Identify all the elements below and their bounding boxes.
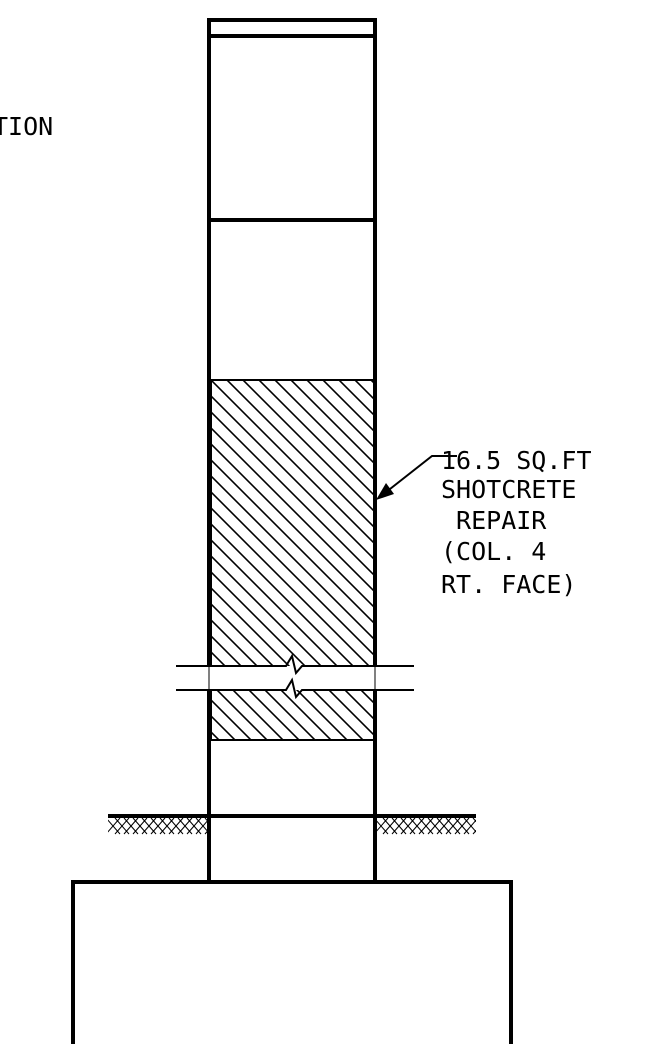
callout-leader <box>376 455 457 500</box>
callout-line-face: RT. FACE) <box>441 570 576 599</box>
break-line-upper <box>176 653 414 676</box>
soil-hatch-left <box>108 817 208 835</box>
repair-hatch-pattern <box>211 380 374 740</box>
footing-outline <box>71 880 513 1044</box>
break-line-symbol <box>176 653 414 700</box>
partial-view-title: TION <box>0 112 53 141</box>
callout-line-repair: REPAIR <box>441 506 547 535</box>
repair-area-outline <box>210 379 375 741</box>
callout-line-column: (COL. 4 <box>441 537 546 566</box>
ground-line <box>108 814 476 835</box>
callout-line-material: SHOTCRETE <box>441 475 576 504</box>
leader-arrowhead <box>376 483 394 500</box>
break-line-lower <box>176 677 414 700</box>
footing <box>71 880 513 1044</box>
shotcrete-repair-area <box>210 379 375 741</box>
callout-label: 16.5 SQ.FT SHOTCRETE REPAIR (COL. 4 RT. … <box>441 446 592 599</box>
soil-hatch-right <box>376 817 476 835</box>
callout-line-area: 16.5 SQ.FT <box>441 446 592 475</box>
leader-line <box>389 455 457 490</box>
